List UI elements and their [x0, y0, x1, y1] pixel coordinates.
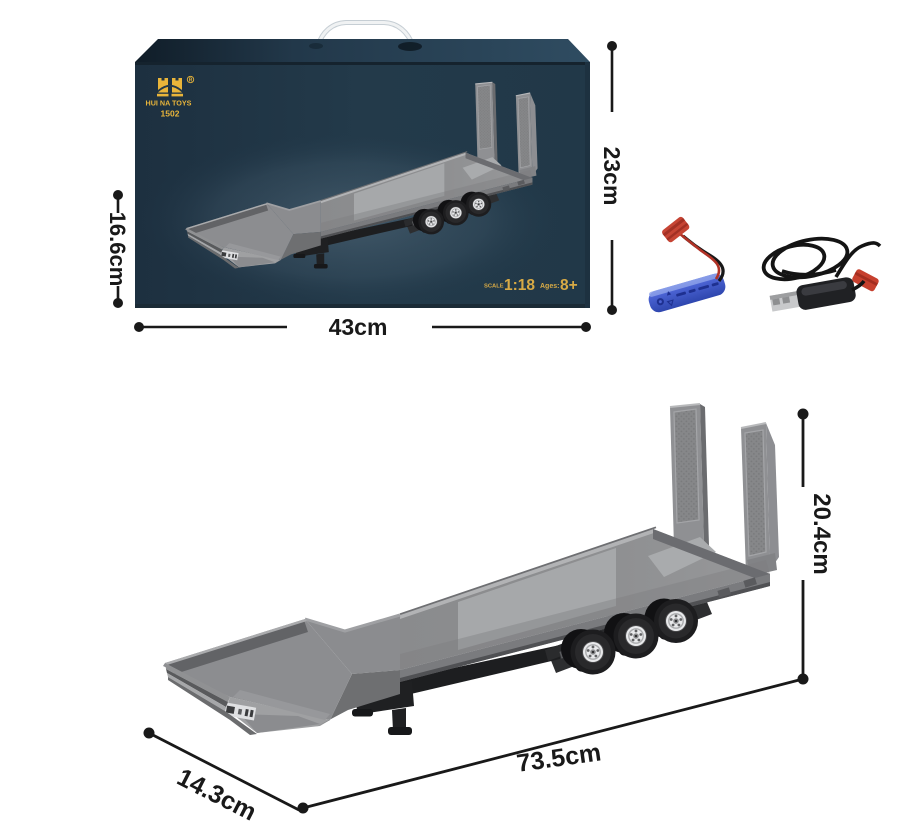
svg-text:16.6cm: 16.6cm [105, 212, 130, 287]
svg-text:8+: 8+ [560, 277, 578, 294]
svg-text:43cm: 43cm [329, 314, 388, 340]
svg-text:20.4cm: 20.4cm [808, 493, 835, 574]
svg-text:1:18: 1:18 [504, 277, 535, 294]
svg-text:23cm: 23cm [599, 147, 625, 206]
svg-text:SCALE: SCALE [484, 284, 504, 290]
svg-text:HUI NA TOYS: HUI NA TOYS [146, 99, 192, 108]
svg-text:R: R [189, 78, 193, 84]
svg-text:1502: 1502 [161, 109, 180, 119]
svg-text:Ages:: Ages: [540, 283, 559, 290]
